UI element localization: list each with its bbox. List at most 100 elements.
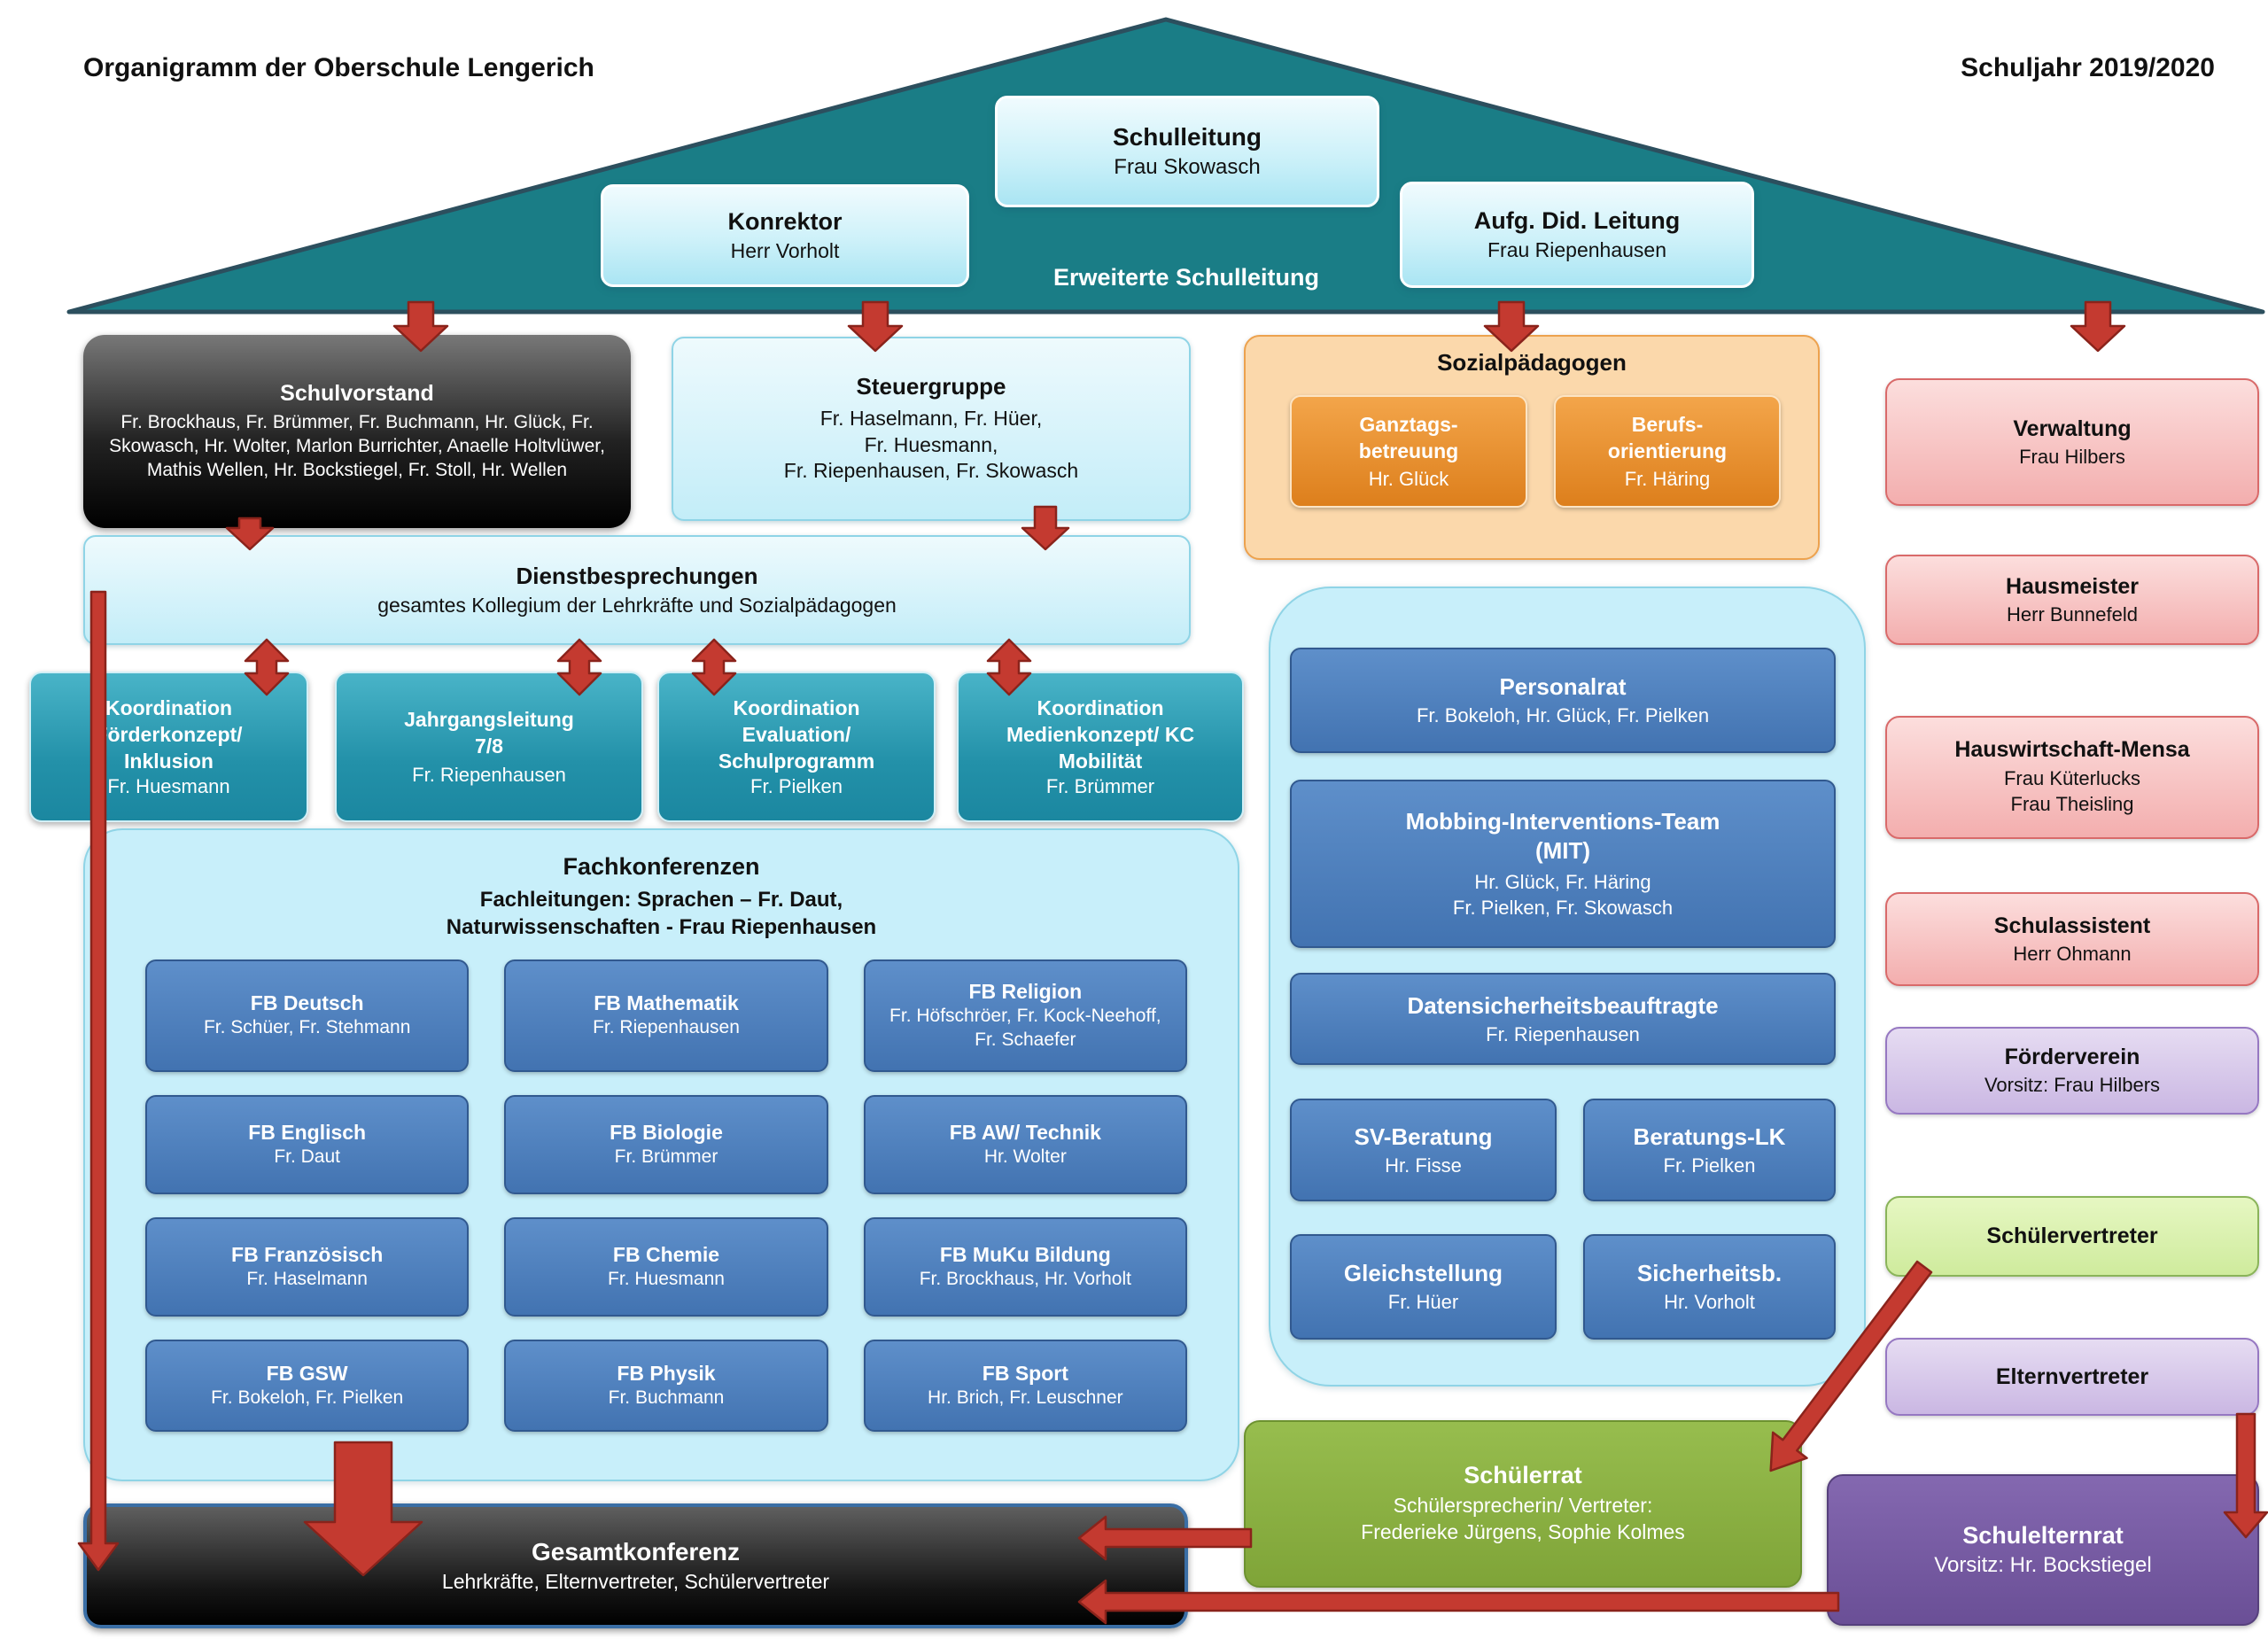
fb-mathematik-title: FB Mathematik	[594, 991, 739, 1015]
mit-name: Hr. Glück, Fr. Häring Fr. Pielken, Fr. S…	[1452, 871, 1674, 919]
konrektor-title: Konrektor	[727, 208, 843, 235]
foerderverein-name: Vorsitz: Frau Hilbers	[1984, 1074, 2161, 1096]
schuelerrat-box: Schülerrat Schülersprecherin/ Vertreter:…	[1244, 1420, 1802, 1588]
koordination-evaluation-name: Fr. Pielken	[750, 774, 843, 797]
mit-title: Mobbing-Interventions-Team (MIT)	[1405, 807, 1720, 865]
verwaltung-title: Verwaltung	[2013, 416, 2132, 441]
fb-sport-title: FB Sport	[982, 1361, 1068, 1385]
konrektor-name: Herr Vorholt	[730, 239, 840, 262]
schulleitung-title: Schulleitung	[1113, 123, 1262, 151]
schulelternrat-box: Schulelternrat Vorsitz: Hr. Bockstiegel	[1827, 1474, 2259, 1626]
gremien-container: Personalrat Fr. Bokeloh, Hr. Glück, Fr. …	[1269, 587, 1866, 1387]
dienstbesprechungen-subtitle: gesamtes Kollegium der Lehrkräfte und So…	[377, 594, 897, 617]
personalrat-name: Fr. Bokeloh, Hr. Glück, Fr. Pielken	[1416, 704, 1710, 726]
fb-muku-bildung-box: FB MuKu Bildung Fr. Brockhaus, Hr. Vorho…	[863, 1217, 1187, 1317]
fb-chemie-name: Fr. Huesmann	[608, 1268, 725, 1289]
sozialpaedagogen-title: Sozialpädagogen	[1437, 349, 1627, 376]
sozialpaedagogen-container: Sozialpädagogen Ganztags- betreuung Hr. …	[1244, 335, 1820, 560]
fb-deutsch-box: FB Deutsch Fr. Schüer, Fr. Stehmann	[145, 959, 470, 1072]
elternvertreter-title: Elternvertreter	[1995, 1363, 2149, 1389]
fb-chemie-box: FB Chemie Fr. Huesmann	[504, 1217, 828, 1317]
foerderverein-title: Förderverein	[2004, 1045, 2140, 1069]
koordination-evaluation-box: Koordination Evaluation/ Schulprogramm F…	[657, 672, 936, 822]
steuergruppe-members: Fr. Haselmann, Fr. Hüer, Fr. Huesmann, F…	[783, 406, 1079, 483]
fb-aw-technik-box: FB AW/ Technik Hr. Wolter	[863, 1095, 1187, 1194]
datenschutz-title: Datensicherheitsbeauftragte	[1407, 991, 1719, 1019]
schulvorstand-box: Schulvorstand Fr. Brockhaus, Fr. Brümmer…	[83, 335, 631, 528]
fb-physik-name: Fr. Buchmann	[608, 1387, 725, 1408]
koordination-medienkonzept-title: Koordination Medienkonzept/ KC Mobilität	[1006, 696, 1195, 773]
personalrat-title: Personalrat	[1499, 673, 1627, 700]
verwaltung-box: Verwaltung Frau Hilbers	[1885, 378, 2259, 506]
did-leitung-name: Frau Riepenhausen	[1487, 238, 1667, 261]
berufsorientierung-box: Berufs- orientierung Fr. Häring	[1554, 395, 1781, 508]
berufsorientierung-title: Berufs- orientierung	[1607, 412, 1728, 462]
fb-religion-title: FB Religion	[968, 979, 1083, 1003]
fb-mathematik-box: FB Mathematik Fr. Riepenhausen	[504, 959, 828, 1072]
fb-muku-bildung-title: FB MuKu Bildung	[939, 1242, 1111, 1266]
beratungs-lk-name: Fr. Pielken	[1663, 1154, 1756, 1177]
schulleitung-box: Schulleitung Frau Skowasch	[995, 96, 1379, 207]
fb-physik-box: FB Physik Fr. Buchmann	[504, 1340, 828, 1432]
fb-gsw-title: FB GSW	[266, 1361, 348, 1385]
gleichstellung-name: Fr. Hüer	[1387, 1291, 1459, 1313]
hauswirtschaft-title: Hauswirtschaft-Mensa	[1954, 737, 2190, 763]
fb-biologie-name: Fr. Brümmer	[614, 1146, 718, 1167]
sicherheitsb-name: Hr. Vorholt	[1664, 1291, 1755, 1313]
sicherheitsb-box: Sicherheitsb. Hr. Vorholt	[1583, 1234, 1836, 1340]
elternvertreter-box: Elternvertreter	[1885, 1338, 2259, 1416]
fb-gsw-name: Fr. Bokeloh, Fr. Pielken	[211, 1387, 404, 1408]
fb-biologie-box: FB Biologie Fr. Brümmer	[504, 1095, 828, 1194]
schuelervertreter-title: Schülervertreter	[1986, 1224, 2158, 1248]
hauswirtschaft-box: Hauswirtschaft-Mensa Frau Küterlucks Fra…	[1885, 716, 2259, 839]
personalrat-box: Personalrat Fr. Bokeloh, Hr. Glück, Fr. …	[1290, 648, 1836, 753]
fachkonferenzen-title: Fachkonferenzen	[563, 853, 760, 880]
koordination-medienkonzept-name: Fr. Brümmer	[1045, 774, 1155, 797]
fb-englisch-box: FB Englisch Fr. Daut	[145, 1095, 470, 1194]
gesamtkonferenz-title: Gesamtkonferenz	[532, 1538, 740, 1565]
sv-beratung-name: Hr. Fisse	[1385, 1154, 1462, 1177]
roof-label: Erweiterte Schulleitung	[1052, 264, 1320, 291]
fb-sport-box: FB Sport Hr. Brich, Fr. Leuschner	[863, 1340, 1187, 1432]
gesamtkonferenz-subtitle: Lehrkräfte, Elternvertreter, Schülervert…	[441, 1570, 830, 1593]
fb-mathematik-name: Fr. Riepenhausen	[593, 1017, 740, 1038]
dienstbesprechungen-title: Dienstbesprechungen	[516, 563, 758, 589]
schulelternrat-title: Schulelternrat	[1962, 1522, 2124, 1549]
fb-englisch-name: Fr. Daut	[274, 1146, 341, 1167]
did-leitung-box: Aufg. Did. Leitung Frau Riepenhausen	[1400, 182, 1754, 288]
fb-physik-title: FB Physik	[617, 1361, 716, 1385]
fb-sport-name: Hr. Brich, Fr. Leuschner	[928, 1387, 1123, 1408]
ganztagsbetreuung-title: Ganztags- betreuung	[1358, 412, 1459, 462]
fb-aw-technik-name: Hr. Wolter	[983, 1146, 1067, 1167]
koordination-foerderkonzept-box: Koordination Förderkonzept/ Inklusion Fr…	[29, 672, 308, 822]
schuelervertreter-box: Schülervertreter	[1885, 1196, 2259, 1277]
foerderverein-box: Förderverein Vorsitz: Frau Hilbers	[1885, 1027, 2259, 1115]
datenschutz-name: Fr. Riepenhausen	[1486, 1022, 1640, 1045]
sv-beratung-box: SV-Beratung Hr. Fisse	[1290, 1099, 1557, 1201]
gleichstellung-box: Gleichstellung Fr. Hüer	[1290, 1234, 1557, 1340]
jahrgangsleitung-box: Jahrgangsleitung 7/8 Fr. Riepenhausen	[335, 672, 643, 822]
schuelerrat-title: Schülerrat	[1464, 1462, 1582, 1489]
fb-biologie-title: FB Biologie	[610, 1120, 723, 1144]
ganztagsbetreuung-name: Hr. Glück	[1368, 468, 1449, 491]
fb-religion-box: FB Religion Fr. Höfschröer, Fr. Kock-Nee…	[863, 959, 1187, 1072]
datenschutz-box: Datensicherheitsbeauftragte Fr. Riepenha…	[1290, 973, 1836, 1065]
verwaltung-name: Frau Hilbers	[2019, 445, 2125, 468]
schulvorstand-members: Fr. Brockhaus, Fr. Brümmer, Fr. Buchmann…	[109, 411, 605, 481]
gesamtkonferenz-box: Gesamtkonferenz Lehrkräfte, Elternvertre…	[83, 1503, 1188, 1628]
fb-franzoesisch-name: Fr. Haselmann	[246, 1268, 368, 1289]
fb-aw-technik-title: FB AW/ Technik	[949, 1120, 1101, 1144]
fb-religion-name: Fr. Höfschröer, Fr. Kock-Neehoff, Fr. Sc…	[889, 1005, 1161, 1050]
hausmeister-title: Hausmeister	[2005, 573, 2140, 599]
steuergruppe-box: Steuergruppe Fr. Haselmann, Fr. Hüer, Fr…	[672, 337, 1191, 521]
page-year: Schuljahr 2019/2020	[1961, 53, 2215, 82]
schuelerrat-subtitle: Schülersprecherin/ Vertreter: Frederieke…	[1361, 1494, 1685, 1543]
fachkonferenzen-subtitle: Fachleitungen: Sprachen – Fr. Daut, Natu…	[446, 888, 877, 940]
jahrgangsleitung-title: Jahrgangsleitung 7/8	[404, 708, 574, 757]
jahrgangsleitung-name: Fr. Riepenhausen	[412, 763, 566, 786]
hausmeister-box: Hausmeister Herr Bunnefeld	[1885, 555, 2259, 645]
schulvorstand-title: Schulvorstand	[280, 380, 434, 406]
koordination-foerderkonzept-title: Koordination Förderkonzept/ Inklusion	[95, 696, 243, 773]
hausmeister-name: Herr Bunnefeld	[2007, 602, 2138, 625]
berufsorientierung-name: Fr. Häring	[1624, 468, 1711, 491]
